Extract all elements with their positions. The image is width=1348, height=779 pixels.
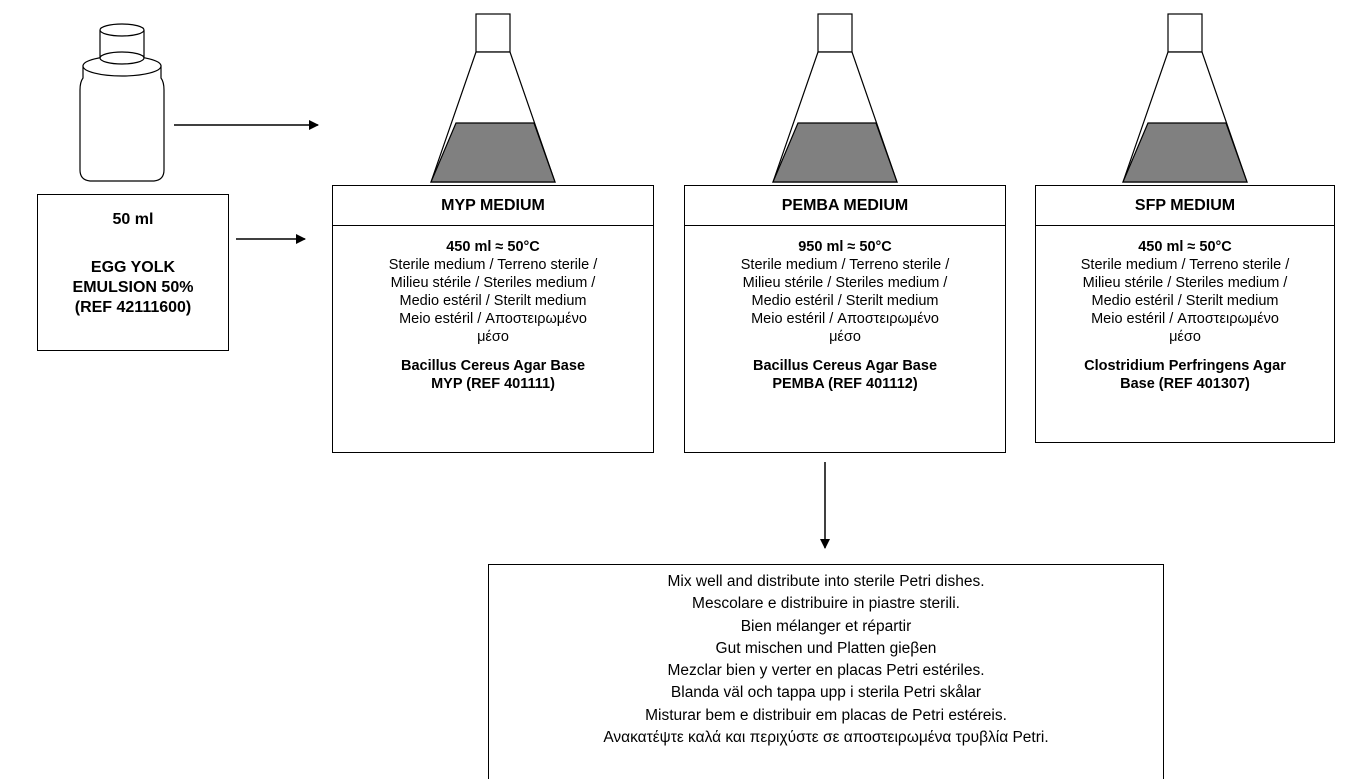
instruction-line: Mezclar bien y verter en placas Petri es… — [667, 662, 985, 680]
instruction-line: Mix well and distribute into sterile Pet… — [667, 573, 985, 590]
medium-title: MYP MEDIUM — [333, 186, 653, 226]
medium-volume: 950 ml ≈ 50°C — [798, 239, 892, 255]
egg-yolk-volume: 50 ml — [112, 211, 154, 228]
medium-volume: 450 ml ≈ 50°C — [1138, 239, 1232, 255]
medium-desc-line: Medio estéril / Sterilt medium — [1091, 293, 1279, 309]
egg-yolk-ref: (REF 42111600) — [74, 299, 192, 316]
instruction-line: Blanda väl och tappa upp i sterila Petri… — [670, 684, 982, 702]
instruction-line: Gut mischen und Platten gieβen — [715, 639, 937, 657]
medium-base-line: Clostridium Perfringens Agar — [1084, 358, 1286, 374]
medium-desc-line: μέσο — [829, 329, 861, 345]
medium-desc-line: Milieu stérile / Steriles medium / — [1082, 275, 1288, 291]
medium-desc-line: Meio estéril / Αποστειρωμένο — [399, 311, 587, 327]
medium-box-pemba: PEMBA MEDIUM 950 ml ≈ 50°C Sterile mediu… — [684, 185, 1006, 453]
medium-desc-line: Meio estéril / Αποστειρωμένο — [751, 311, 939, 327]
egg-yolk-bottle-icon — [79, 23, 165, 182]
medium-desc-line: μέσο — [1169, 329, 1201, 345]
medium-base-line: PEMBA (REF 401112) — [772, 376, 918, 392]
medium-title: SFP MEDIUM — [1036, 186, 1334, 226]
instruction-line: Mescolare e distribuire in piastre steri… — [692, 595, 960, 613]
medium-desc-line: Sterile medium / Terreno sterile / — [388, 257, 598, 273]
medium-desc-line: Milieu stérile / Steriles medium / — [742, 275, 948, 291]
medium-base-line: Bacillus Cereus Agar Base — [752, 358, 938, 374]
medium-base-line: Base (REF 401307) — [1120, 376, 1250, 392]
flask-icon-sfp — [1122, 13, 1248, 183]
flask-icon-myp — [430, 13, 556, 183]
medium-desc-line: Meio estéril / Αποστειρωμένο — [1091, 311, 1279, 327]
instruction-line: Ανακατέψτε καλά και περιχύστε σε αποστει… — [603, 729, 1049, 747]
egg-yolk-name-line2: EMULSION 50% — [72, 279, 194, 296]
medium-base-line: Bacillus Cereus Agar Base — [400, 358, 586, 374]
instruction-line: Bien mélanger et répartir — [740, 617, 912, 635]
flask-icon-pemba — [772, 13, 898, 183]
medium-volume: 450 ml ≈ 50°C — [446, 239, 540, 255]
instruction-line: Misturar bem e distribuir em placas de P… — [645, 706, 1007, 724]
egg-yolk-box: 50 ml EGG YOLK EMULSION 50% (REF 4211160… — [37, 194, 229, 351]
medium-desc-line: Milieu stérile / Steriles medium / — [390, 275, 596, 291]
medium-title: PEMBA MEDIUM — [685, 186, 1005, 226]
medium-desc-line: Sterile medium / Terreno sterile / — [1080, 257, 1290, 273]
medium-box-sfp: SFP MEDIUM 450 ml ≈ 50°C Sterile medium … — [1035, 185, 1335, 443]
egg-yolk-name-line1: EGG YOLK — [90, 259, 176, 276]
medium-desc-line: Medio estéril / Sterilt medium — [399, 293, 587, 309]
medium-desc-line: Sterile medium / Terreno sterile / — [740, 257, 950, 273]
medium-box-myp: MYP MEDIUM 450 ml ≈ 50°C Sterile medium … — [332, 185, 654, 453]
medium-desc-line: Medio estéril / Sterilt medium — [751, 293, 939, 309]
medium-base-line: MYP (REF 401111) — [431, 376, 555, 392]
instructions-box: Mix well and distribute into sterile Pet… — [488, 564, 1164, 779]
medium-desc-line: μέσο — [477, 329, 509, 345]
